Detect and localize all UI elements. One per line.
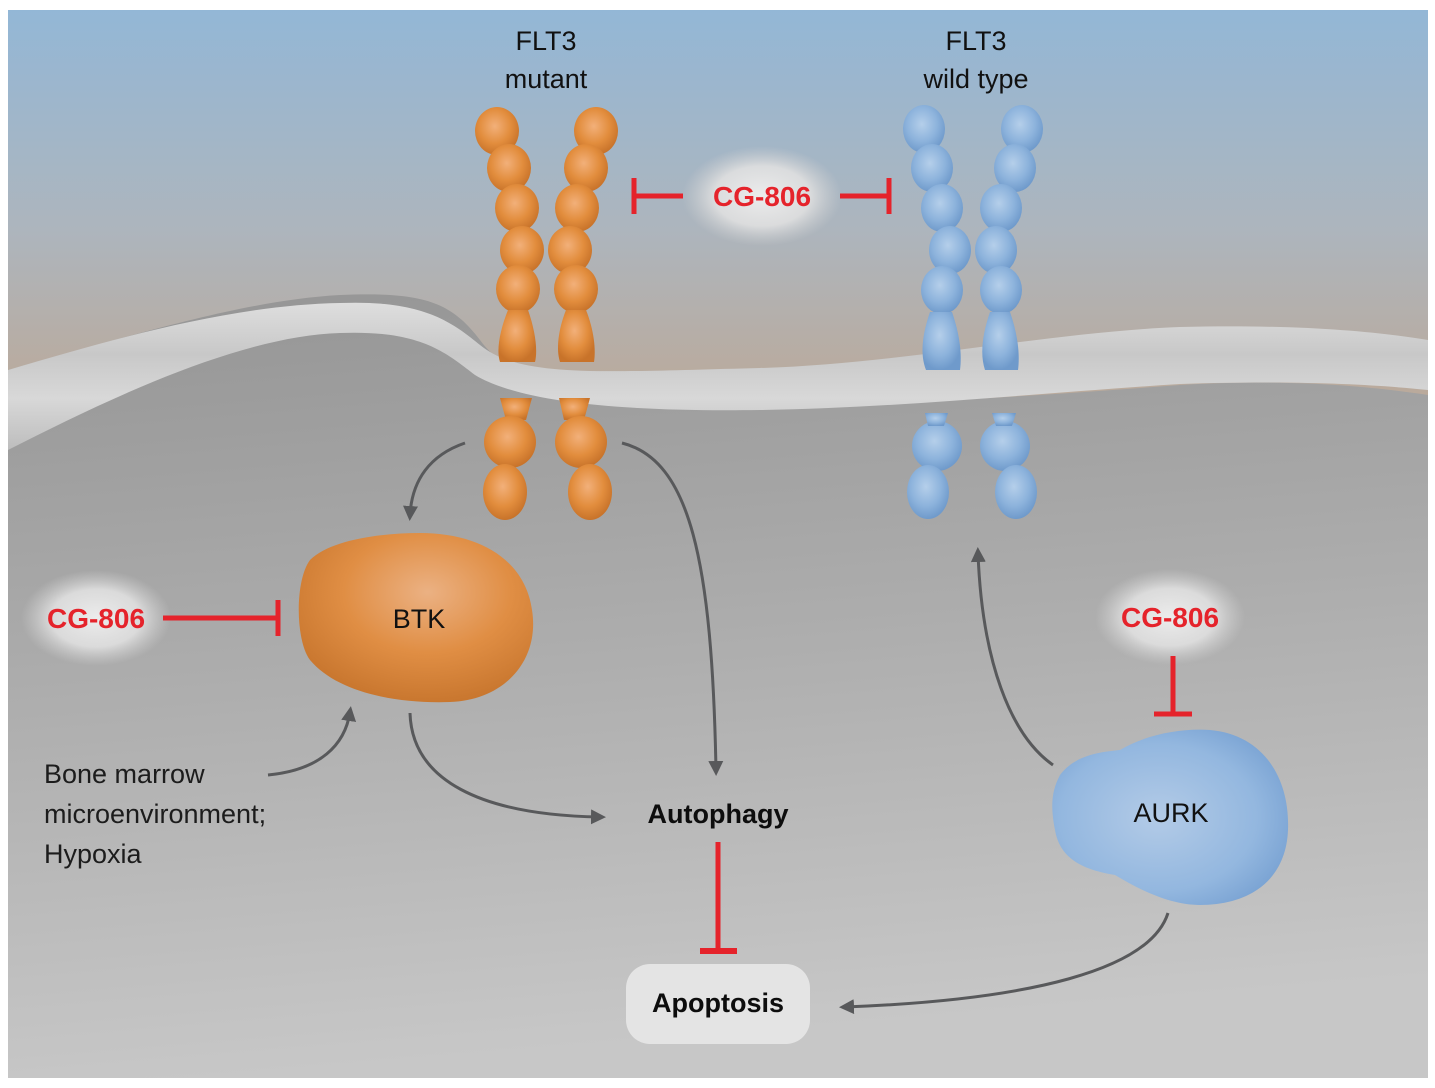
- flt3-mutant-label-line1: FLT3: [515, 26, 576, 56]
- inhibit-autophagy-apoptosis: [700, 842, 737, 954]
- btk-label: BTK: [393, 604, 446, 634]
- arrow-flt3mut-to-btk: [403, 441, 466, 521]
- cytoplasm: [8, 294, 1428, 1079]
- arrow-environment-to-btk: [267, 706, 357, 777]
- cg806-receptor-label: CG-806: [713, 181, 811, 212]
- aurk-label: AURK: [1133, 798, 1208, 828]
- apoptosis-box: [626, 964, 810, 1044]
- environment-label-line1: Bone marrow: [44, 759, 205, 789]
- cell-membrane: [8, 302, 1428, 450]
- arrow-flt3mut-to-autophagy: [621, 441, 724, 776]
- aurk-node: [1052, 729, 1289, 905]
- flt3-mutant-receptor: [475, 107, 618, 520]
- flt3-wild-type-label-line2: wild type: [922, 64, 1028, 94]
- arrow-aurk-to-flt3wt: [970, 547, 1054, 767]
- cg806-btk-label: CG-806: [47, 603, 145, 634]
- environment-label-line2: microenvironment;: [44, 799, 266, 829]
- flt3-mutant-label-line2: mutant: [505, 64, 588, 94]
- cg806-aurk-label: CG-806: [1121, 602, 1219, 633]
- cg806-receptor-inhibitor: CG-806: [631, 146, 892, 246]
- cg806-aurk-inhibitor: CG-806: [1095, 569, 1245, 717]
- flt3-wild-type-receptor: [903, 105, 1043, 519]
- autophagy-label: Autophagy: [648, 799, 789, 829]
- arrow-btk-to-autophagy: [408, 712, 606, 825]
- flt3-wild-type-label-line1: FLT3: [945, 26, 1006, 56]
- arrow-aurk-to-apoptosis: [839, 912, 1170, 1015]
- cg806-btk-inhibitor: CG-806: [21, 570, 281, 666]
- environment-label-line3: Hypoxia: [44, 839, 143, 869]
- btk-node: [298, 533, 534, 703]
- apoptosis-label: Apoptosis: [652, 988, 784, 1018]
